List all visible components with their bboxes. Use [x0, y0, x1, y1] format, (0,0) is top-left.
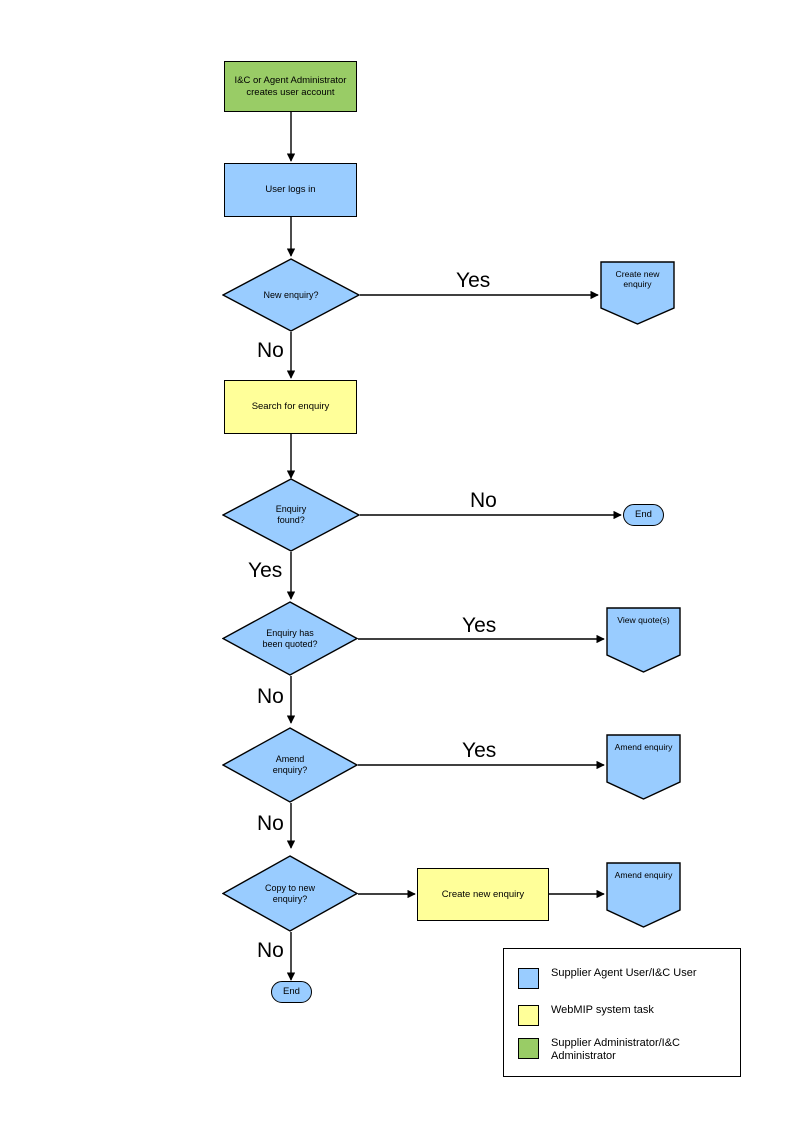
- legend-item-webmip-system-task: WebMIP system task: [518, 1004, 654, 1026]
- node-enquiry-quoted-decision[interactable]: Enquiry has been quoted?: [222, 601, 358, 676]
- legend-label-webmip-system-task: WebMIP system task: [551, 1004, 654, 1016]
- node-view-quotes-label: View quote(s): [617, 615, 670, 625]
- diamond-shape: [222, 727, 358, 803]
- node-amend-enquiry-decision-label: Amend enquiry?: [272, 754, 308, 775]
- node-view-quotes[interactable]: View quote(s): [606, 607, 681, 673]
- node-enquiry-found-decision-label: Enquiry found?: [275, 504, 307, 525]
- edge-label-copy-no: No: [257, 939, 284, 962]
- node-amend-enquiry-decision[interactable]: Amend enquiry?: [222, 727, 358, 803]
- edge-label-enquiry-found-yes: Yes: [248, 559, 283, 582]
- diamond-shape: [222, 478, 360, 552]
- node-amend-enquiry-action-2[interactable]: Amend enquiry: [606, 862, 681, 928]
- edge-label-new-enquiry-no: No: [257, 339, 284, 362]
- node-end-top[interactable]: End: [623, 504, 664, 526]
- edge-label-new-enquiry-yes: Yes: [456, 269, 491, 292]
- edge-label-quoted-no: No: [257, 685, 284, 708]
- diamond-shape: [222, 258, 360, 332]
- pentagon-shape: [606, 734, 681, 800]
- legend-swatch-yellow: [518, 1005, 539, 1026]
- pentagon-shape: [600, 261, 675, 325]
- node-end-bottom[interactable]: End: [271, 981, 312, 1003]
- node-enquiry-quoted-decision-label: Enquiry has been quoted?: [262, 627, 318, 649]
- node-amend-enquiry-action[interactable]: Amend enquiry: [606, 734, 681, 800]
- edge-label-amend-yes: Yes: [462, 739, 497, 762]
- node-copy-to-new-decision[interactable]: Copy to new enquiry?: [222, 855, 358, 932]
- node-new-enquiry-decision-label: New enquiry?: [263, 289, 319, 300]
- node-create-new-enquiry-bottom-label: Create new enquiry: [441, 888, 525, 900]
- node-user-logs-in[interactable]: User logs in: [224, 163, 357, 217]
- diamond-shape: [222, 601, 358, 676]
- pentagon-shape: [606, 607, 681, 673]
- node-create-new-enquiry-bottom[interactable]: Create new enquiry: [417, 868, 549, 921]
- edge-label-enquiry-found-no: No: [470, 489, 497, 512]
- diamond-shape: [222, 855, 358, 932]
- node-amend-enquiry-action-2-label: Amend enquiry: [614, 870, 673, 880]
- node-new-enquiry-decision[interactable]: New enquiry?: [222, 258, 360, 332]
- node-copy-to-new-decision-label: Copy to new enquiry?: [264, 882, 316, 904]
- node-create-new-enquiry-top-label: Create new enquiry: [615, 269, 660, 290]
- legend-item-supplier-agent-user: Supplier Agent User/I&C User: [518, 967, 697, 989]
- pentagon-shape: [606, 862, 681, 928]
- node-admin-creates-account-label: I&C or Agent Administrator creates user …: [234, 75, 347, 98]
- edge-label-amend-no: No: [257, 812, 284, 835]
- node-amend-enquiry-action-label: Amend enquiry: [614, 742, 673, 752]
- node-enquiry-found-decision[interactable]: Enquiry found?: [222, 478, 360, 552]
- node-search-for-enquiry[interactable]: Search for enquiry: [224, 380, 357, 434]
- edge-label-quoted-yes: Yes: [462, 614, 497, 637]
- legend: Supplier Agent User/I&C User WebMIP syst…: [503, 948, 741, 1077]
- legend-swatch-green: [518, 1038, 539, 1059]
- node-user-logs-in-label: User logs in: [265, 184, 316, 196]
- node-search-for-enquiry-label: Search for enquiry: [251, 401, 330, 413]
- node-end-bottom-label: End: [283, 986, 300, 998]
- node-end-top-label: End: [635, 509, 652, 521]
- legend-item-supplier-administrator: Supplier Administrator/I&C Administrator: [518, 1037, 680, 1064]
- node-admin-creates-account[interactable]: I&C or Agent Administrator creates user …: [224, 61, 357, 112]
- legend-label-supplier-agent-user: Supplier Agent User/I&C User: [551, 967, 697, 979]
- legend-swatch-blue: [518, 968, 539, 989]
- node-create-new-enquiry-top[interactable]: Create new enquiry: [600, 261, 675, 325]
- legend-label-supplier-administrator: Supplier Administrator/I&C Administrator: [551, 1037, 680, 1063]
